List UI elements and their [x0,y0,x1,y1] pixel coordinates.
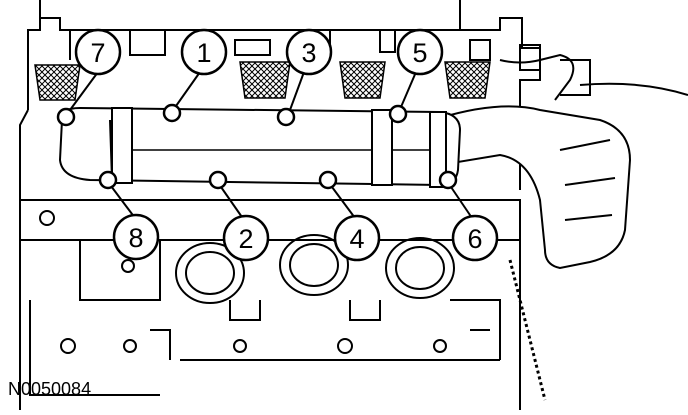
manifold-shield [58,106,462,188]
cylinder-ports [175,234,455,304]
bolt-4 [318,170,338,190]
svg-text:8: 8 [128,223,143,253]
callout-8: 8 [112,213,160,261]
callout-1: 1 [180,28,228,76]
svg-text:2: 2 [238,224,253,254]
svg-text:4: 4 [349,224,364,254]
svg-text:1: 1 [196,38,211,68]
bolt-6 [438,170,458,190]
bolt-1 [162,103,182,123]
timing-chain [508,259,547,401]
bolt-3 [276,107,296,127]
svg-text:7: 7 [90,38,105,68]
manifold-bolts [56,103,458,190]
bolt-5 [388,104,408,124]
upper-engine-outline [19,0,541,201]
bolt-7 [56,107,76,127]
coil-mesh-blocks [34,61,491,101]
figure-id: N0050084 [8,379,91,399]
intake-hose [439,44,688,270]
callout-6: 6 [451,214,499,262]
callout-5: 5 [396,28,444,76]
svg-text:5: 5 [412,38,427,68]
callout-7: 7 [74,28,122,76]
bolt-8 [98,170,118,190]
lower-engine-outline [19,199,521,410]
svg-text:6: 6 [467,224,482,254]
bolt-2 [208,170,228,190]
callout-4: 4 [333,214,381,262]
callout-2: 2 [222,214,270,262]
leader-lines [69,71,473,221]
lower-bolt-holes [39,210,447,354]
svg-text:3: 3 [301,38,316,68]
callout-3: 3 [285,28,333,76]
